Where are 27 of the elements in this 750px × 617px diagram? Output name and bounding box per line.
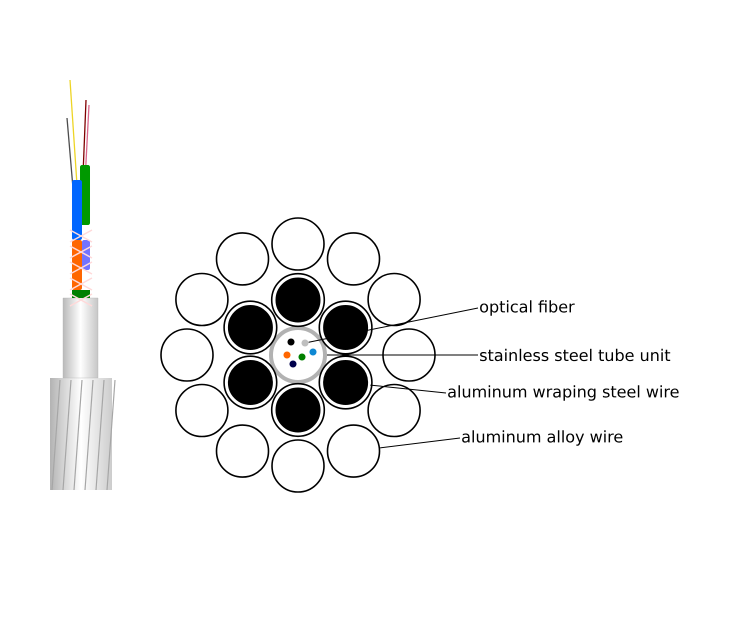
alloy-wire-circle — [382, 328, 436, 382]
leader-line — [380, 438, 460, 448]
steel-wire-circle — [270, 272, 326, 328]
alloy-wire-circle — [216, 424, 270, 478]
part-label: aluminum wraping steel wire — [448, 385, 679, 401]
leader-line — [326, 354, 478, 356]
alloy-wire-circle — [367, 272, 421, 326]
alloy-wire-circle — [271, 217, 325, 271]
steel-wire-circle — [223, 300, 278, 355]
alloy-wire-circle — [216, 232, 270, 286]
alloy-wire-circle — [175, 384, 229, 438]
part-label: aluminum alloy wire — [462, 430, 622, 446]
steel-wire-circle — [223, 355, 278, 410]
optical-fiber-dot — [302, 340, 308, 346]
alloy-wire-circle — [326, 232, 380, 286]
alloy-wire-circle — [271, 439, 325, 493]
alloy-wire-circle — [175, 272, 229, 326]
alloy-wire-circle — [160, 328, 214, 382]
steel-tube-circle — [269, 326, 327, 384]
alloy-wire-circle — [367, 384, 421, 438]
steel-wire-circle — [318, 300, 373, 355]
part-label: optical fiber — [480, 300, 575, 316]
alloy-wire-circle — [326, 424, 380, 478]
part-label: stainless steel tube unit — [480, 348, 670, 362]
leader-line — [370, 384, 446, 394]
steel-wire-circle — [270, 382, 326, 438]
steel-wire-circle — [318, 355, 373, 410]
